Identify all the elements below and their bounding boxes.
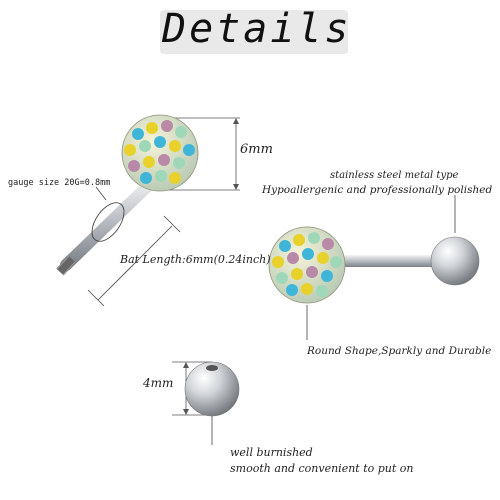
page-title: Details: [162, 6, 352, 52]
back-ball-size-label: 4mm: [143, 376, 174, 390]
bar-length-label: Bat Length:6mm(0.24inch): [120, 253, 271, 266]
barbell-diagonal: [56, 172, 162, 276]
smooth-label: smooth and convenient to put on: [230, 462, 414, 475]
shape-label: Round Shape,Sparkly and Durable: [307, 345, 492, 357]
hypoallergenic-label: Hypoallergenic and professionally polish…: [262, 184, 493, 196]
ball-size-label: 6mm: [240, 142, 273, 157]
gauge-marker: [91, 202, 125, 242]
title-background: [160, 10, 348, 54]
burnished-label: well burnished: [230, 446, 313, 459]
gauge-label: gauge size 20G=0.8mm: [8, 178, 111, 188]
crystal-ball-top: [121, 114, 199, 192]
material-label: stainless steel metal type: [330, 170, 459, 181]
barbell-horizontal: [268, 226, 480, 304]
steel-ball-icon: [430, 236, 480, 286]
